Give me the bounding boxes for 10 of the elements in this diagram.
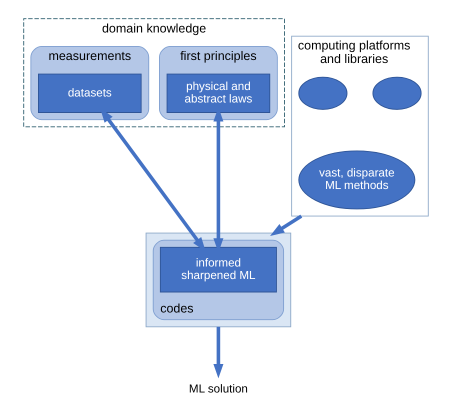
node-box: physical and abstract laws: [166, 74, 270, 113]
node-text: ML solution: [188, 382, 248, 396]
node-box: informed sharpened ML: [159, 246, 276, 292]
node-box: datasets: [38, 74, 142, 113]
node-ellipse: vast, disparate ML methods: [298, 150, 415, 210]
arrow: [270, 214, 302, 236]
arrow: [212, 326, 223, 378]
cluster: [145, 232, 291, 328]
node-ellipse: [298, 76, 347, 110]
node-ellipse: [372, 76, 422, 110]
